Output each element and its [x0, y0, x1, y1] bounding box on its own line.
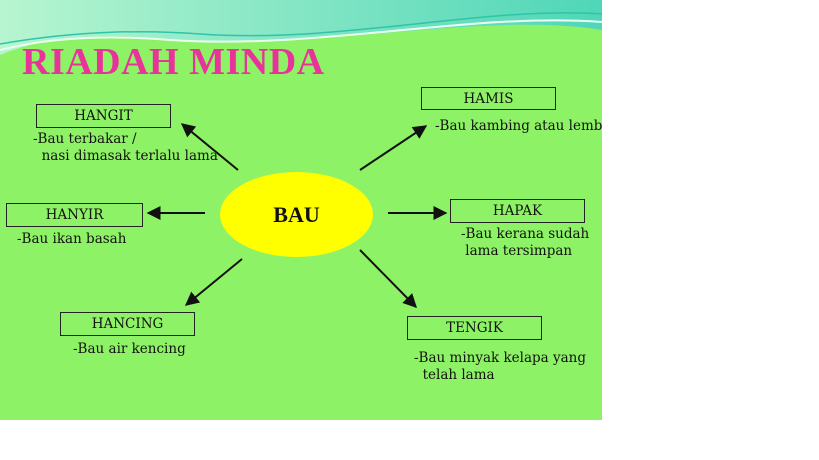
- slide: RIADAH MINDA BAU HANGIT -Bau terbakar / …: [0, 0, 602, 420]
- node-box-tengik: TENGIK: [407, 316, 542, 340]
- node-label: TENGIK: [446, 320, 503, 336]
- node-desc-hancing: -Bau air kencing: [73, 341, 186, 357]
- node-desc-hanyir: -Bau ikan basah: [17, 231, 127, 247]
- node-box-hamis: HAMIS: [421, 87, 556, 110]
- node-label: HAMIS: [463, 90, 514, 107]
- slide-title: RIADAH MINDA: [22, 41, 325, 83]
- node-box-hapak: HAPAK: [450, 199, 585, 223]
- node-label: HANCING: [91, 316, 164, 332]
- node-label: HAPAK: [492, 203, 543, 219]
- node-desc-tengik: -Bau minyak kelapa yang telah lama: [414, 350, 587, 383]
- arrow-hangit: [180, 123, 239, 171]
- node-label: HANYIR: [45, 207, 104, 223]
- header-wave-line-2: [0, 12, 602, 45]
- node-desc-hamis: -Bau kambing atau lembu: [435, 118, 602, 134]
- center-label: BAU: [273, 201, 320, 227]
- center-node: BAU: [220, 172, 373, 257]
- node-box-hanyir: HANYIR: [6, 203, 143, 227]
- arrow-tengik: [359, 249, 417, 308]
- node-desc-hangit: -Bau terbakar / nasi dimasak terlalu lam…: [33, 131, 218, 164]
- node-label: HANGIT: [74, 108, 133, 124]
- arrow-hancing: [184, 258, 243, 306]
- decoration-and-arrows: [0, 0, 602, 308]
- arrow-hamis: [359, 125, 428, 171]
- node-box-hangit: HANGIT: [36, 104, 171, 128]
- header-wave: [0, 0, 602, 55]
- node-desc-hapak: -Bau kerana sudah lama tersimpan: [461, 226, 590, 259]
- node-box-hancing: HANCING: [60, 312, 195, 336]
- header-wave-line: [0, 19, 602, 51]
